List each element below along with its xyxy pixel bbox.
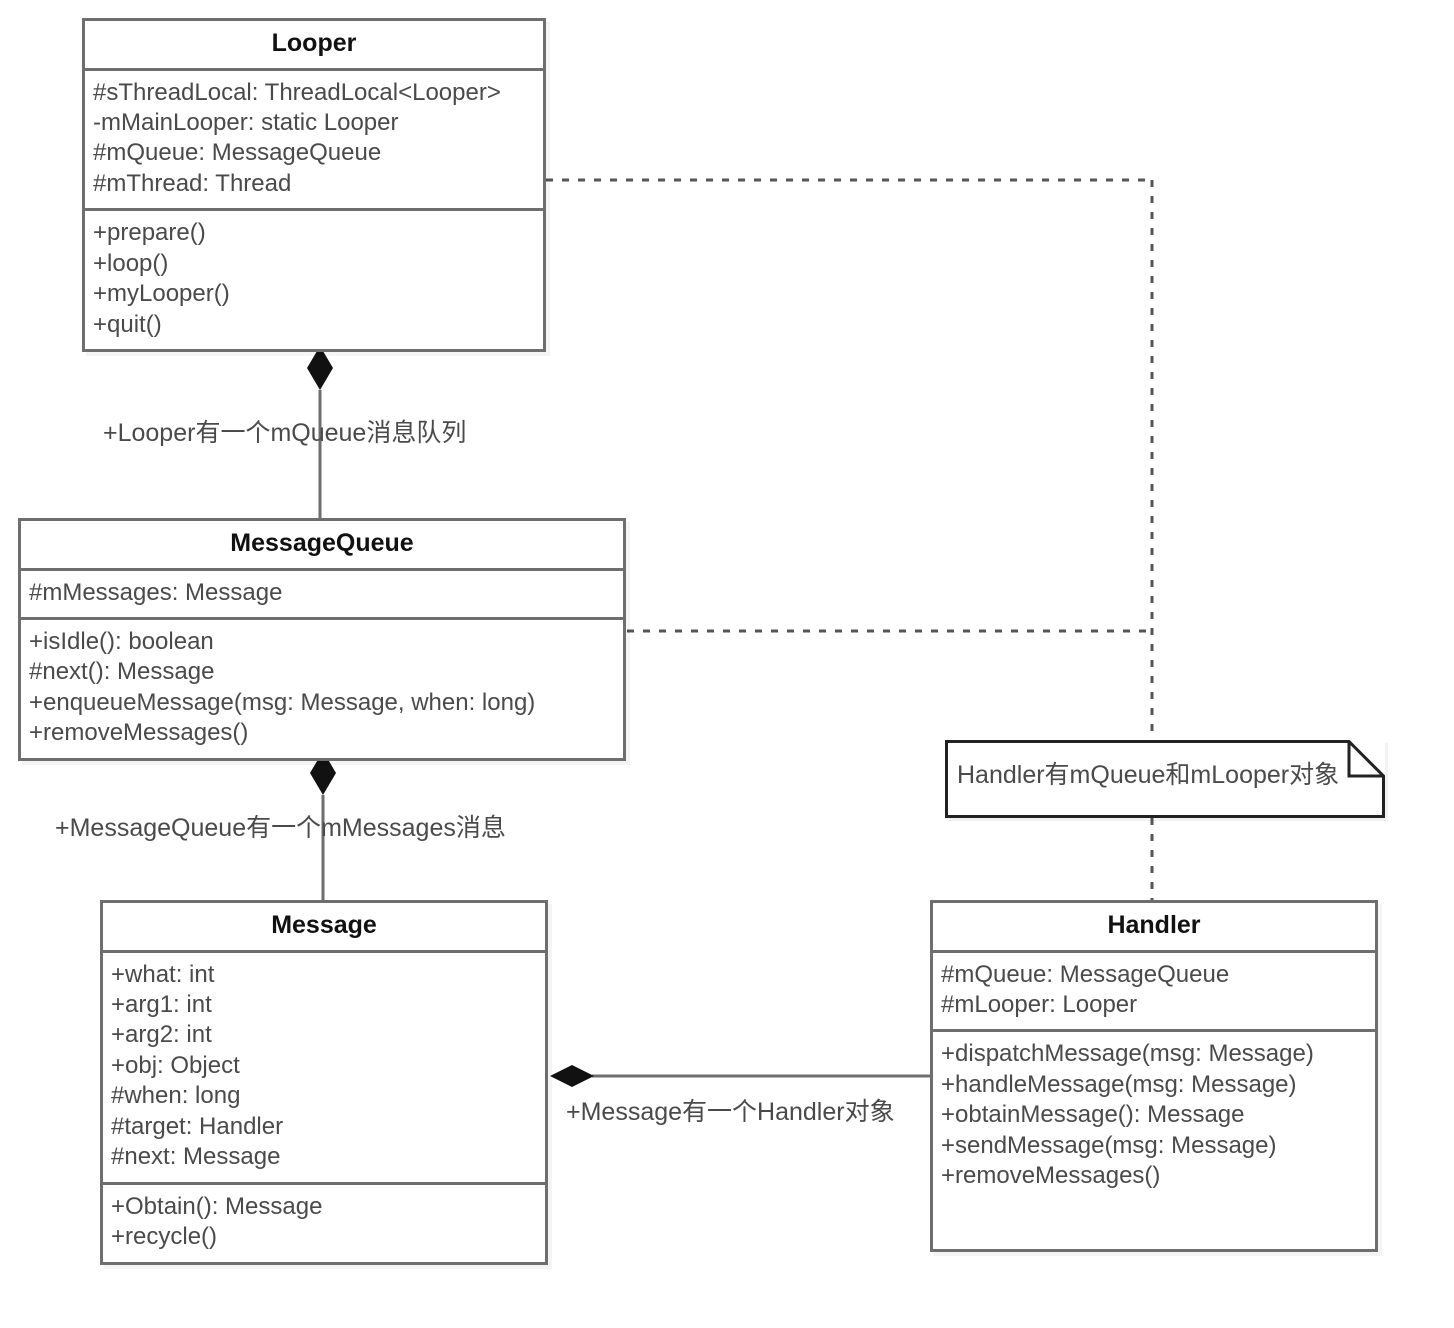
class-box-messagequeue[interactable]: MessageQueue #mMessages: Message +isIdle… [18, 518, 626, 761]
attribute-row: +arg1: int [111, 990, 212, 1018]
note-text: Handler有mQueue和mLooper对象 [957, 761, 1340, 789]
attribute-row: #sThreadLocal: ThreadLocal<Looper> [93, 78, 501, 106]
operation-row: +handleMessage(msg: Message) [941, 1070, 1297, 1098]
edge-label-message-handler: +Message有一个Handler对象 [566, 1098, 895, 1126]
operation-row: +recycle() [111, 1223, 218, 1251]
class-operations-handler: +dispatchMessage(msg: Message) +handleMe… [933, 1029, 1375, 1200]
attribute-row: +obj: Object [111, 1051, 240, 1079]
operation-row: #next(): Message [29, 658, 215, 686]
class-operations-message: +Obtain(): Message +recycle() [103, 1181, 545, 1262]
note-handler[interactable]: Handler有mQueue和mLooper对象 [945, 740, 1385, 818]
class-title-handler: Handler [1107, 911, 1201, 939]
operation-row: +enqueueMessage(msg: Message, when: long… [29, 688, 536, 716]
attribute-row: #next: Message [111, 1143, 281, 1171]
attribute-row: #mMessages: Message [29, 578, 283, 606]
class-attributes-looper: #sThreadLocal: ThreadLocal<Looper> -mMai… [85, 67, 543, 209]
attribute-row: #mQueue: MessageQueue [941, 960, 1230, 988]
operation-row: +removeMessages() [941, 1162, 1161, 1190]
class-box-looper[interactable]: Looper #sThreadLocal: ThreadLocal<Looper… [82, 18, 546, 353]
class-operations-looper: +prepare() +loop() +myLooper() +quit() [85, 208, 543, 349]
attribute-row: #when: long [111, 1082, 241, 1110]
operation-row: +prepare() [93, 219, 206, 247]
operation-row: +myLooper() [93, 280, 230, 308]
class-title-messagequeue: MessageQueue [230, 529, 414, 557]
operation-row: +Obtain(): Message [111, 1192, 323, 1220]
class-box-handler[interactable]: Handler #mQueue: MessageQueue #mLooper: … [930, 900, 1378, 1252]
note-shape [945, 740, 1385, 818]
composition-diamond-looper [307, 346, 333, 390]
operation-row: +loop() [93, 249, 169, 277]
attribute-row: -mMainLooper: static Looper [93, 108, 399, 136]
class-box-message[interactable]: Message +what: int +arg1: int +arg2: int… [100, 900, 548, 1265]
composition-diamond-message [550, 1065, 594, 1087]
operation-row: +dispatchMessage(msg: Message) [941, 1040, 1314, 1068]
note-fold-corner [1347, 741, 1384, 778]
attribute-row: +arg2: int [111, 1021, 212, 1049]
attribute-row: #mLooper: Looper [941, 990, 1138, 1018]
class-attributes-messagequeue: #mMessages: Message [21, 567, 623, 617]
attribute-row: +what: int [111, 960, 215, 988]
attribute-row: #mQueue: MessageQueue [93, 139, 382, 167]
class-operations-messagequeue: +isIdle(): boolean #next(): Message +enq… [21, 616, 623, 758]
attribute-row: #target: Handler [111, 1112, 284, 1140]
class-attributes-message: +what: int +arg1: int +arg2: int +obj: O… [103, 949, 545, 1182]
operation-row: +sendMessage(msg: Message) [941, 1131, 1277, 1159]
class-title-looper: Looper [271, 29, 357, 57]
operation-row: +quit() [93, 310, 162, 338]
edge-message-handler [550, 1065, 930, 1087]
class-attributes-handler: #mQueue: MessageQueue #mLooper: Looper [933, 949, 1375, 1030]
edge-label-messagequeue-message: +MessageQueue有一个mMessages消息 [55, 814, 506, 842]
edge-label-looper-messagequeue: +Looper有一个mQueue消息队列 [103, 419, 467, 447]
attribute-row: #mThread: Thread [93, 169, 292, 197]
class-title-message: Message [271, 911, 377, 939]
operation-row: +isIdle(): boolean [29, 627, 214, 655]
operation-row: +obtainMessage(): Message [941, 1101, 1245, 1129]
operation-row: +removeMessages() [29, 719, 249, 747]
